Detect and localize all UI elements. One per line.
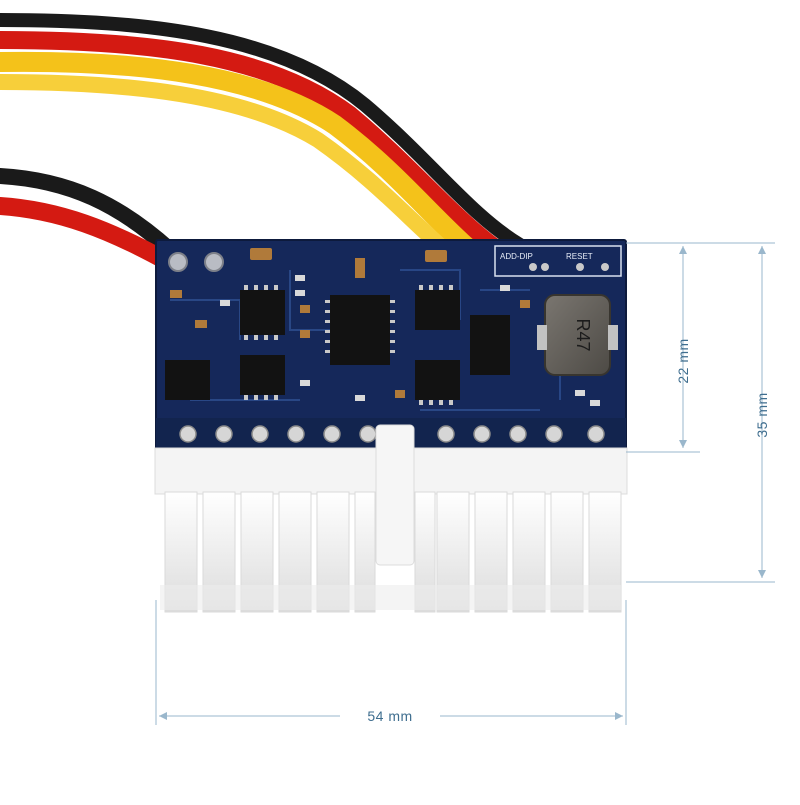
dimension-lines (155, 242, 775, 725)
silkscreen-label-right: RESET (566, 252, 593, 261)
inductor: R47 (537, 294, 618, 376)
wire-bundle (0, 13, 527, 271)
silkscreen-label-left: ADD-DIP (500, 252, 533, 261)
height-total-label: 35 mm (754, 392, 770, 438)
inductor-marking: R47 (573, 318, 593, 351)
height-board-label: 22 mm (675, 338, 691, 384)
width-label: 54 mm (367, 708, 413, 724)
atx-connector (154, 424, 628, 613)
pcb-board: ADD-DIP RESET (155, 239, 627, 451)
